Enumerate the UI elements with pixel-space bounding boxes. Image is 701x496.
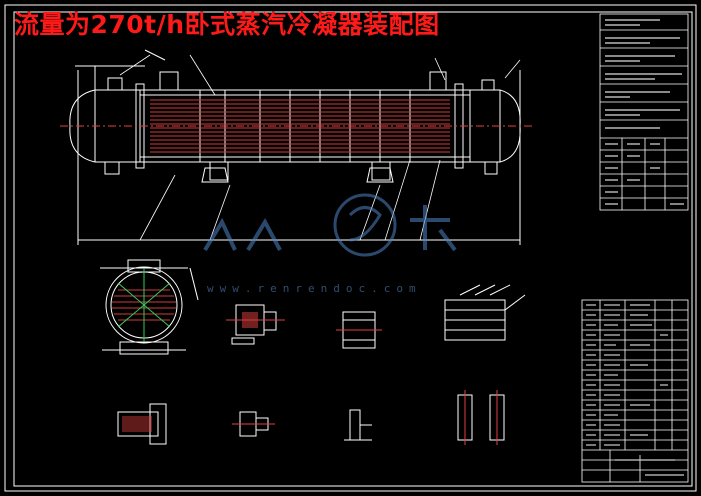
watermark-text: www.renrendoc.com — [207, 282, 422, 295]
drawing-title: 流量为270t/h卧式蒸汽冷凝器装配图 — [14, 10, 440, 39]
watermark-logo — [203, 193, 457, 257]
inner-frame — [13, 11, 693, 487]
detail-view-gasket-pair — [457, 390, 505, 445]
detail-view-nozzle — [232, 411, 275, 437]
leader-lines — [119, 54, 521, 241]
outer-border — [4, 4, 697, 492]
detail-flange-hatch — [242, 312, 258, 328]
technical-data-table — [599, 13, 689, 211]
cross-section-green-lines — [117, 268, 171, 342]
technical-data-text-marks — [605, 19, 684, 205]
parts-list-table — [581, 299, 689, 483]
detail-view-support — [117, 403, 167, 445]
detail-view-tube-layout — [444, 284, 526, 341]
tube-bundle-hatching — [150, 99, 450, 153]
detail-support-hatch — [122, 416, 152, 432]
detail-view-sleeve — [336, 311, 382, 349]
parts-list-text-marks — [586, 304, 684, 476]
detail-view-weld — [344, 409, 372, 441]
cross-section-view — [100, 259, 199, 355]
